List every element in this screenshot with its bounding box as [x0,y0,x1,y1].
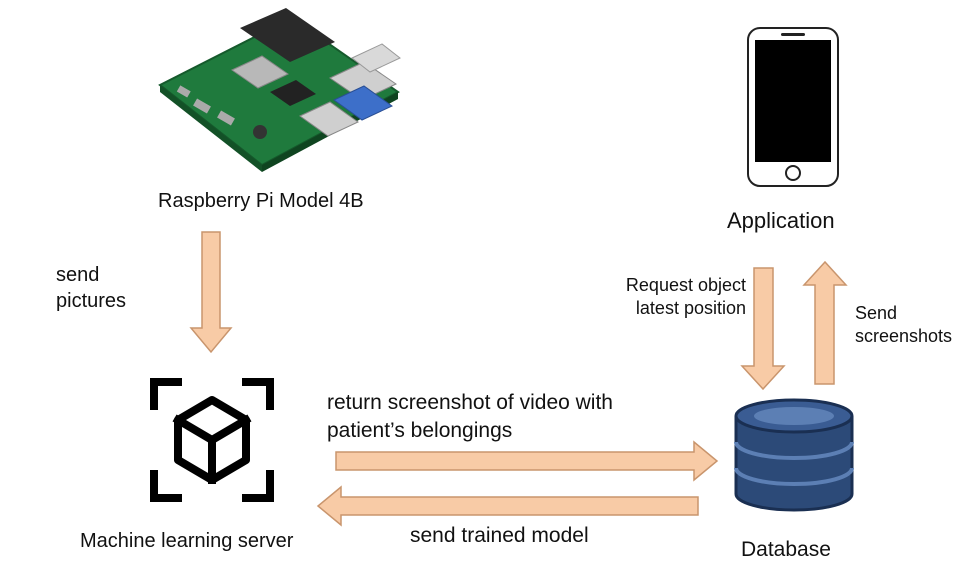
smartphone-icon [747,27,839,187]
arrow-send-pictures [189,231,233,354]
ml-server-label: Machine learning server [80,530,294,552]
request-position-line2: latest position [635,298,746,318]
send-screenshots-line2: screenshots [855,326,953,346]
return-screenshot-line2: patient’s belongings [327,419,513,442]
send-model-label: send trained model [410,524,589,547]
database-label: Database [741,538,831,561]
arrow-return-screenshot [335,440,719,482]
send-pictures-line1: send [56,264,100,286]
circuit-board-icon [158,8,401,172]
return-screenshot-label: return screenshot of video with patient’… [327,389,613,445]
send-pictures-label: send pictures [56,262,126,314]
request-position-label: Request object latest position [612,274,746,320]
application-label: Application [727,208,835,233]
send-screenshots-label: Send screenshots [855,302,952,348]
raspberry-pi-label: Raspberry Pi Model 4B [158,190,364,212]
cube-scan-icon [150,378,274,502]
arrow-request-position [740,267,786,391]
send-pictures-line2: pictures [56,290,127,312]
return-screenshot-line1: return screenshot of video with [327,391,613,414]
database-cylinder-icon [734,398,854,512]
arrow-send-model [316,485,699,527]
request-position-line1: Request object [625,275,746,295]
arrow-send-screenshots [802,260,848,385]
send-screenshots-line1: Send [855,303,898,323]
